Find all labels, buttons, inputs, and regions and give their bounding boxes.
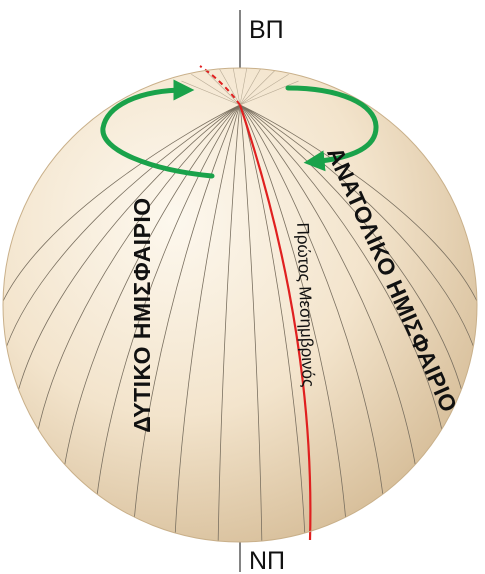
western-hemisphere-label: ΔΥΤΙΚΟ ΗΜΙΣΦΑΙΡΙΟ (129, 197, 155, 432)
globe-outline (2, 67, 478, 543)
meridian-line (63, 104, 241, 471)
back-meridian-line (239, 68, 277, 106)
meridian-line (174, 104, 241, 538)
curved-arrow-icon (285, 85, 379, 172)
back-meridian-line (239, 68, 248, 106)
back-meridian-line (191, 74, 241, 106)
back-meridian-line (239, 74, 289, 106)
meridian-line (16, 104, 241, 398)
back-meridian-line (239, 80, 299, 106)
meridian-line (239, 104, 444, 437)
meridian-line (239, 104, 347, 523)
curved-arrow-icon (100, 79, 215, 179)
meridian-line (239, 104, 464, 398)
meridian-lines (3, 68, 477, 542)
meridian-line (239, 104, 417, 471)
meridian-line (239, 104, 384, 500)
north-pole-label: ΒΠ (249, 16, 284, 44)
meridian-line (3, 104, 241, 356)
meridian-line (239, 104, 263, 542)
back-meridian-line (239, 68, 263, 106)
prime-meridian-back-segment (199, 65, 241, 106)
back-meridian-line (217, 68, 241, 106)
meridian-line (133, 104, 241, 523)
meridian-line (96, 104, 241, 500)
meridian-line (36, 104, 241, 437)
back-meridian-line (203, 68, 241, 106)
meridian-line (3, 104, 241, 312)
prime-meridian-line (238, 104, 312, 541)
meridian-line (217, 104, 241, 542)
globe (3, 68, 477, 542)
meridian-line (239, 104, 477, 356)
meridian-line (239, 104, 477, 312)
south-pole-label: ΝΠ (249, 547, 285, 574)
back-meridian-line (232, 68, 241, 106)
